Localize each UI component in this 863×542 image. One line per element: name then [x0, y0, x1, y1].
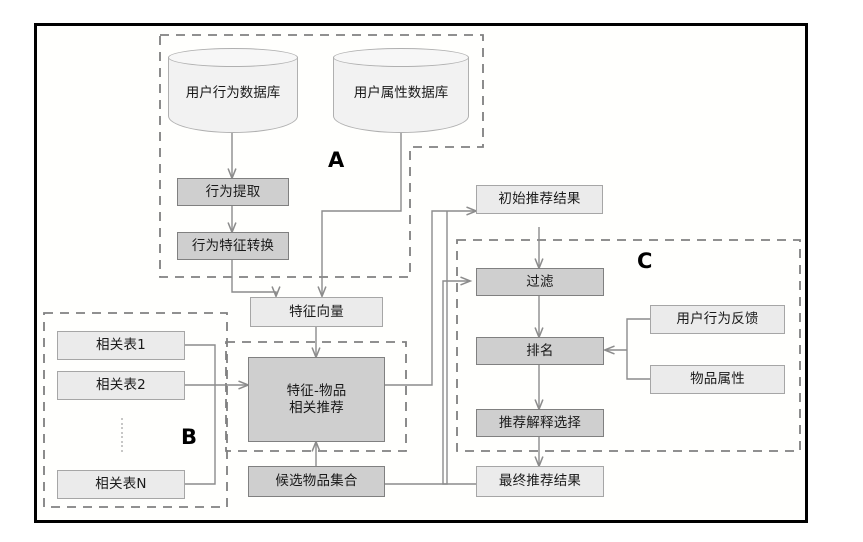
node-behavior-feature-transform-label: 行为特征转换: [191, 237, 275, 254]
node-user-attribute-db[interactable]: 用户属性数据库: [333, 48, 469, 133]
cylinder-body: [168, 57, 298, 133]
cylinder-top-ellipse: [168, 48, 298, 67]
group-label-c: C: [637, 249, 653, 273]
node-user-behavior-feedback-label: 用户行为反馈: [676, 311, 759, 328]
group-label-a: A: [328, 148, 345, 172]
node-feature-vector[interactable]: 特征向量: [250, 297, 383, 327]
group-label-b: B: [181, 425, 198, 449]
node-behavior-extraction[interactable]: 行为提取: [177, 178, 289, 206]
node-user-behavior-db[interactable]: 用户行为数据库: [168, 48, 298, 133]
node-related-table-1[interactable]: 相关表1: [57, 331, 185, 360]
node-user-attribute-db-label: 用户属性数据库: [353, 84, 449, 101]
node-initial-recommend-result[interactable]: 初始推荐结果: [476, 185, 603, 214]
node-item-attribute-label: 物品属性: [690, 371, 745, 388]
node-related-table-n-label: 相关表N: [95, 476, 147, 493]
node-feature-item-recommend-label-line2: 相关推荐: [289, 399, 344, 416]
node-filter-label: 过滤: [526, 273, 554, 290]
node-final-recommend-result[interactable]: 最终推荐结果: [476, 466, 604, 497]
node-recommend-explanation-select[interactable]: 推荐解释选择: [476, 409, 604, 437]
node-item-attribute[interactable]: 物品属性: [650, 365, 785, 394]
node-feature-item-recommend-label-line1: 特征-物品: [286, 382, 347, 399]
node-final-recommend-result-label: 最终推荐结果: [498, 473, 582, 490]
cylinder-body: [333, 57, 469, 133]
node-user-behavior-feedback[interactable]: 用户行为反馈: [650, 305, 785, 334]
node-related-table-n[interactable]: 相关表N: [57, 470, 185, 499]
node-ranking[interactable]: 排名: [476, 337, 604, 365]
node-feature-item-recommend[interactable]: 特征-物品 相关推荐: [248, 357, 385, 442]
node-initial-recommend-result-label: 初始推荐结果: [498, 191, 581, 208]
node-related-table-1-label: 相关表1: [96, 337, 146, 354]
ellipsis-vertical-icon: [120, 418, 124, 452]
node-user-behavior-db-label: 用户行为数据库: [185, 84, 281, 101]
node-filter[interactable]: 过滤: [476, 268, 604, 296]
node-behavior-feature-transform[interactable]: 行为特征转换: [177, 232, 289, 260]
cylinder-top-ellipse: [333, 48, 469, 67]
node-ranking-label: 排名: [526, 342, 554, 359]
node-behavior-extraction-label: 行为提取: [205, 183, 261, 200]
node-related-table-2-label: 相关表2: [96, 377, 146, 394]
node-related-table-2[interactable]: 相关表2: [57, 371, 185, 400]
node-candidate-item-set-label: 候选物品集合: [275, 473, 358, 490]
node-feature-vector-label: 特征向量: [289, 303, 344, 320]
node-candidate-item-set[interactable]: 候选物品集合: [248, 466, 385, 497]
node-recommend-explanation-select-label: 推荐解释选择: [498, 414, 582, 431]
